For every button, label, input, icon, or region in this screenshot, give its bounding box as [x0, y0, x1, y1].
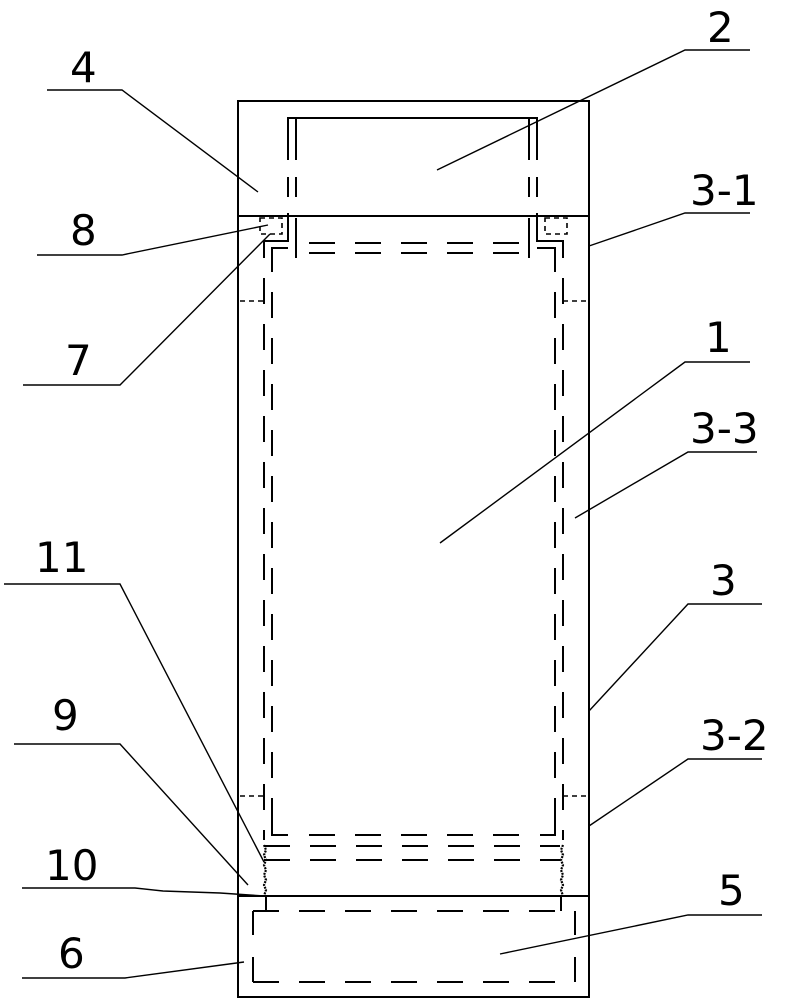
label-1: 1: [705, 313, 732, 362]
bottom-band: [264, 834, 560, 861]
top-joints: [259, 213, 568, 272]
part-labels: 4 2 8 3-1 7 1 3-3 11 3 9 3-2 10 5 6: [35, 3, 769, 978]
label-2: 2: [707, 3, 734, 52]
label-7: 7: [65, 336, 92, 385]
label-3-3: 3-3: [690, 404, 759, 453]
label-9: 9: [52, 691, 79, 740]
label-4: 4: [70, 43, 97, 92]
label-3-1: 3-1: [690, 166, 759, 215]
top-band: [309, 242, 520, 254]
outer-housing: [237, 100, 590, 998]
label-6: 6: [58, 929, 85, 978]
leader-lines: [4, 49, 762, 979]
top-cap-part-2: [287, 117, 538, 197]
label-11: 11: [35, 533, 88, 582]
thread-zone-part-11: [262, 844, 565, 897]
label-5: 5: [718, 866, 745, 915]
label-3: 3: [710, 556, 737, 605]
base-insert-part-5: [252, 896, 576, 983]
label-8: 8: [70, 206, 97, 255]
label-10: 10: [45, 841, 98, 890]
inner-body-part-1: [240, 278, 588, 840]
label-3-2: 3-2: [700, 711, 769, 760]
